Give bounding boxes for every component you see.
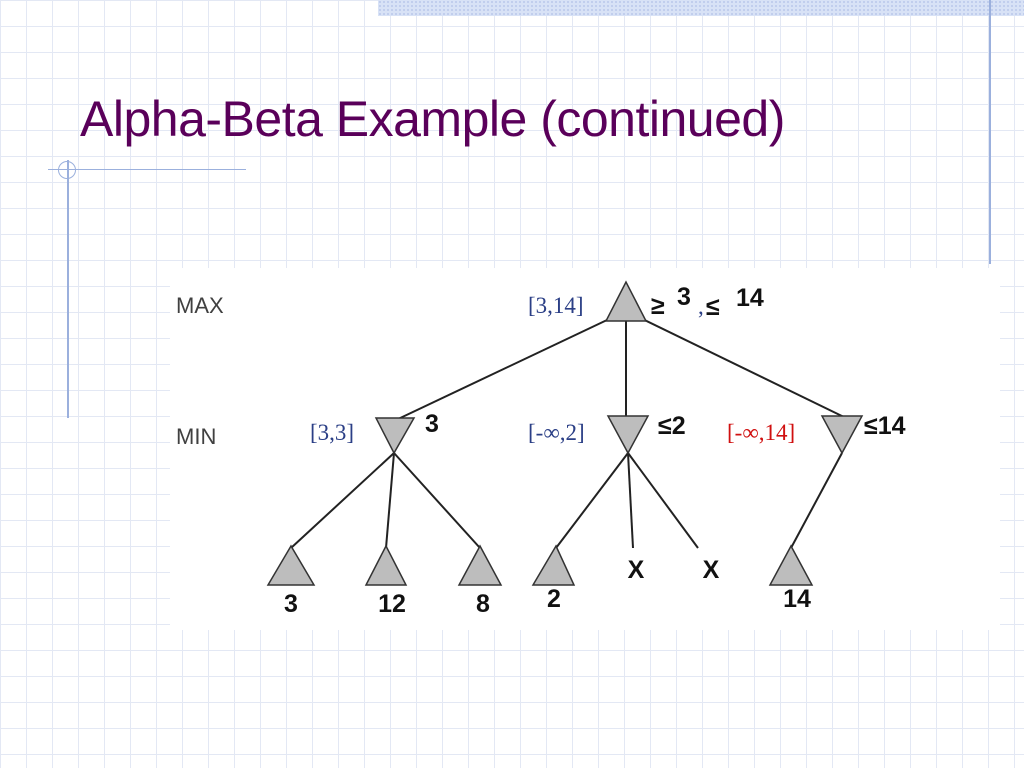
leaf-1-value: 3 — [284, 590, 298, 618]
decorative-circle — [58, 161, 76, 179]
leaf-7-value: 14 — [783, 585, 811, 613]
level-label-min: MIN — [176, 424, 216, 449]
leaf-node-2 — [364, 544, 408, 586]
leaf-6-pruned-marker: X — [703, 556, 720, 584]
max-node-root — [604, 280, 648, 322]
root-interval-label: [3,14] — [528, 293, 584, 318]
min-node-2-interval: [-∞,2] — [528, 420, 585, 445]
root-value-le-symbol: ≤ — [706, 293, 720, 321]
decorative-line-horizontal — [48, 169, 246, 170]
edge-min-3-leaf-7 — [790, 452, 843, 549]
min-node-1-interval: [3,3] — [310, 420, 354, 445]
root-value-ge-symbol: ≥ — [651, 292, 665, 320]
root-value-upper-bound: 14 — [736, 284, 764, 312]
min-node-2 — [606, 415, 650, 455]
leaf-2-value: 12 — [378, 590, 406, 618]
edge-min-1-leaf-2 — [385, 452, 395, 549]
edge-min-2-leaf-6 — [627, 452, 699, 549]
level-label-max: MAX — [176, 293, 224, 318]
min-node-3-interval: [-∞,14] — [727, 420, 795, 445]
leaf-5-pruned-marker: X — [628, 556, 645, 584]
slide-title: Alpha-Beta Example (continued) — [80, 91, 785, 147]
leaf-node-1 — [266, 544, 316, 586]
leaf-node-3 — [457, 544, 503, 586]
edge-min-2-leaf-4 — [555, 452, 629, 549]
root-value-lower-bound: 3 — [677, 283, 691, 311]
decorative-line-left — [67, 160, 69, 418]
root-value-label: ≥ 3 , ≤ 14 — [651, 283, 764, 321]
edge-min-1-leaf-3 — [393, 452, 481, 549]
alpha-beta-tree-diagram: MAX MIN [3,14] ≥ 3 , ≤ 14 [3,3] 3 [-∞,2] — [170, 268, 1000, 630]
leaf-node-7 — [768, 544, 814, 586]
leaf-3-value: 8 — [476, 590, 490, 618]
leaf-4-value: 2 — [547, 585, 561, 613]
root-value-comma: , — [698, 294, 704, 319]
leaf-node-4 — [531, 544, 576, 586]
edge-min-1-leaf-1 — [290, 452, 395, 549]
edge-min-2-leaf-5 — [627, 452, 634, 549]
decorative-line-right — [989, 0, 991, 264]
decorative-band — [378, 0, 1024, 16]
min-node-2-value: ≤2 — [658, 412, 686, 440]
edge-root-min-3 — [625, 310, 847, 419]
min-node-3 — [820, 415, 864, 455]
min-node-3-value: ≤14 — [864, 412, 906, 440]
edge-root-min-1 — [395, 310, 627, 421]
min-node-1 — [374, 417, 416, 455]
min-node-1-value: 3 — [425, 410, 439, 438]
